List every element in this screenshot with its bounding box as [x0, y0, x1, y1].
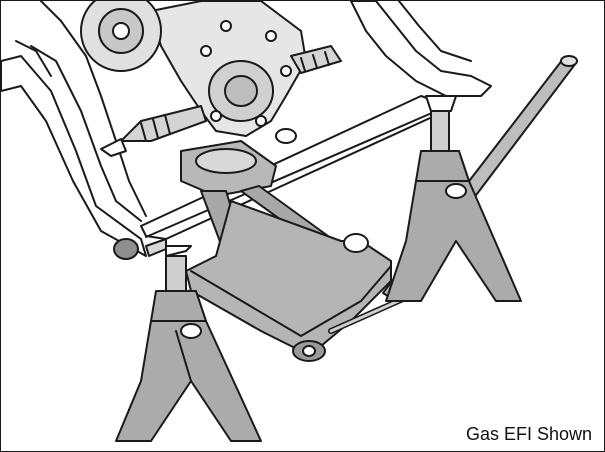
frame-left-rail	[1, 1, 147, 257]
cv-shaft-left	[100, 105, 207, 157]
drive-clutch	[80, 1, 162, 72]
cv-shaft-right	[290, 45, 342, 74]
jack-stand-left	[113, 238, 262, 442]
frame-right-rail	[350, 1, 492, 97]
jack-stand-right	[385, 95, 522, 302]
gearcase-assembly	[150, 1, 307, 137]
figure-caption: Gas EFI Shown	[463, 424, 594, 445]
